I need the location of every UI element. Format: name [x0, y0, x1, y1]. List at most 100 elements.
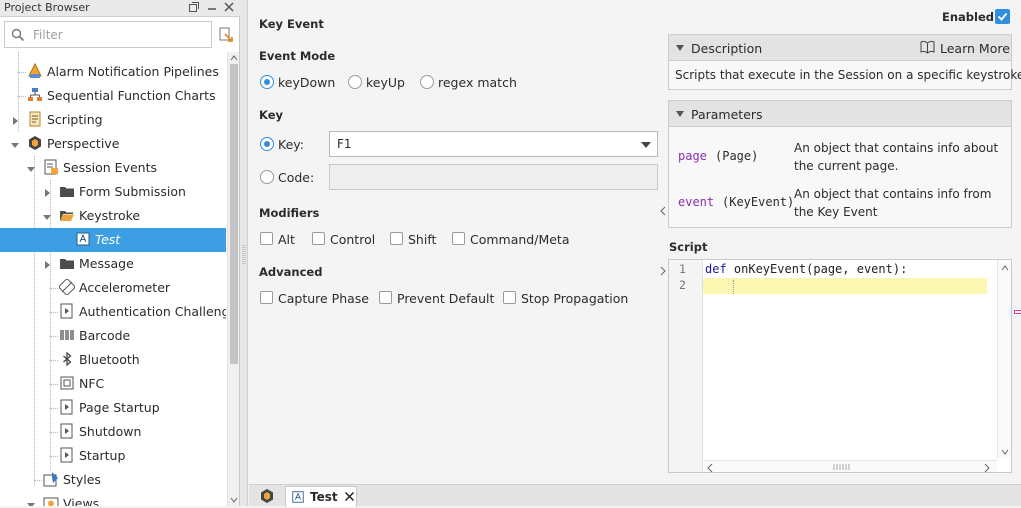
- code-input[interactable]: [329, 164, 658, 190]
- tree-item-perspective[interactable]: Perspective: [0, 132, 226, 156]
- error-marker[interactable]: [1014, 310, 1021, 314]
- scroll-up-icon[interactable]: [1000, 262, 1010, 276]
- tree-item-message[interactable]: Message: [0, 252, 226, 276]
- text-cursor: [733, 280, 734, 294]
- scroll-down-icon[interactable]: [1000, 446, 1010, 460]
- tree-item-startup[interactable]: Startup: [0, 444, 226, 468]
- tree-item-keystroke[interactable]: Keystroke: [0, 204, 226, 228]
- expand-arrow-icon[interactable]: [42, 259, 52, 269]
- keydown-radio[interactable]: [260, 75, 274, 89]
- collapse-triangle-icon[interactable]: [676, 45, 684, 51]
- folder-icon: [59, 183, 75, 199]
- regex-match-label: regex match: [438, 75, 517, 90]
- scroll-down-icon[interactable]: [229, 494, 239, 508]
- code-area[interactable]: def onKeyEvent(page, event):: [703, 260, 987, 460]
- shift-label: Shift: [408, 232, 437, 247]
- expand-arrow-icon[interactable]: [42, 187, 52, 197]
- command-meta-checkbox[interactable]: [452, 232, 465, 245]
- tree-item-styles[interactable]: Styles: [0, 468, 226, 492]
- stop-propagation-checkbox[interactable]: [503, 291, 516, 304]
- collapse-arrow-icon[interactable]: [26, 163, 36, 173]
- tree-item-nfc[interactable]: NFC: [0, 372, 226, 396]
- script-vertical-scrollbar[interactable]: [997, 260, 1011, 458]
- barcode-icon: [59, 327, 75, 343]
- collapse-left-icon[interactable]: [659, 205, 667, 219]
- collapse-arrow-icon[interactable]: [26, 499, 36, 506]
- collapse-arrow-icon[interactable]: [10, 139, 20, 149]
- tree-item-shutdown[interactable]: Shutdown: [0, 420, 226, 444]
- expand-right-icon[interactable]: [659, 265, 667, 279]
- tree-item-session-events[interactable]: Session Events: [0, 156, 226, 180]
- tab-test-label: Test: [310, 490, 338, 504]
- tab-test[interactable]: Test: [285, 486, 357, 507]
- tree-item-sequential-function-charts[interactable]: Sequential Function Charts: [0, 84, 226, 108]
- key-heading: Key: [259, 108, 284, 122]
- nfc-icon: [59, 375, 75, 391]
- project-browser-header: Project Browser: [0, 0, 240, 17]
- bluetooth-icon: [59, 351, 75, 367]
- float-window-icon[interactable]: [187, 1, 201, 15]
- tree-scrollbar[interactable]: [227, 52, 239, 506]
- current-line-highlight: [703, 278, 987, 294]
- advanced-heading: Advanced: [259, 265, 323, 279]
- filter-input[interactable]: [33, 26, 203, 44]
- script-heading: Script: [669, 240, 708, 254]
- enabled-checkbox[interactable]: [995, 9, 1010, 24]
- folder-open-icon: [59, 207, 75, 223]
- key-select[interactable]: F1: [329, 131, 658, 157]
- expand-arrow-icon[interactable]: [10, 115, 20, 125]
- project-tree: Alarm Notification Pipelines Sequential …: [0, 52, 226, 506]
- book-icon[interactable]: [920, 40, 935, 57]
- keyup-radio[interactable]: [348, 75, 362, 89]
- chevron-down-icon: [641, 142, 651, 148]
- control-checkbox[interactable]: [312, 232, 325, 245]
- line-number-gutter: 1 2: [669, 260, 703, 472]
- description-header[interactable]: Description Learn More: [669, 35, 1011, 61]
- capture-phase-checkbox[interactable]: [260, 291, 273, 304]
- tree-item-accelerometer[interactable]: Accelerometer: [0, 276, 226, 300]
- project-browser-title: Project Browser: [4, 1, 90, 14]
- prevent-default-checkbox[interactable]: [379, 291, 392, 304]
- tree-item-barcode[interactable]: Barcode: [0, 324, 226, 348]
- tree-item-alarm-notification-pipelines[interactable]: Alarm Notification Pipelines: [0, 60, 226, 84]
- folder-icon: [59, 255, 75, 271]
- scroll-up-icon[interactable]: [229, 52, 239, 66]
- key-radio[interactable]: [260, 137, 274, 151]
- description-panel: Description Learn More Scripts that exec…: [668, 34, 1021, 90]
- panel-splitter[interactable]: [240, 0, 248, 506]
- script-file-icon: [75, 231, 91, 247]
- perspective-icon[interactable]: [259, 488, 275, 507]
- scroll-right-icon[interactable]: [983, 462, 991, 476]
- filter-field[interactable]: [4, 21, 212, 48]
- scroll-left-icon[interactable]: [706, 462, 714, 476]
- tree-item-test[interactable]: Test: [0, 228, 226, 252]
- alarm-pipeline-icon: [27, 62, 43, 79]
- script-horizontal-scrollbar[interactable]: [703, 460, 997, 473]
- script-editor[interactable]: 1 2 def onKeyEvent(page, event):: [668, 259, 1012, 473]
- description-title: Description: [691, 41, 763, 56]
- tree-item-bluetooth[interactable]: Bluetooth: [0, 348, 226, 372]
- code-radio-label: Code:: [278, 170, 315, 185]
- locate-in-tree-icon[interactable]: [216, 25, 236, 45]
- key-select-value: F1: [337, 137, 352, 151]
- collapse-triangle-icon[interactable]: [676, 111, 684, 117]
- alt-label: Alt: [278, 232, 295, 247]
- close-icon[interactable]: [222, 1, 236, 15]
- tree-item-authentication-challenge[interactable]: Authentication Challenge: [0, 300, 226, 324]
- tree-scrollbar-thumb[interactable]: [230, 64, 238, 364]
- code-radio[interactable]: [260, 170, 274, 184]
- code-line-1: def onKeyEvent(page, event):: [705, 262, 908, 276]
- regex-match-radio[interactable]: [420, 75, 434, 89]
- tree-item-form-submission[interactable]: Form Submission: [0, 180, 226, 204]
- minimize-icon[interactable]: [205, 1, 219, 15]
- tree-item-scripting[interactable]: Scripting: [0, 108, 226, 132]
- parameters-header[interactable]: Parameters: [669, 101, 1011, 127]
- tree-item-views[interactable]: Views: [0, 492, 226, 506]
- close-tab-icon[interactable]: [344, 491, 355, 505]
- shift-checkbox[interactable]: [390, 232, 403, 245]
- tree-item-page-startup[interactable]: Page Startup: [0, 396, 226, 420]
- scripting-icon: [27, 111, 43, 127]
- alt-checkbox[interactable]: [260, 232, 273, 245]
- learn-more-link[interactable]: Learn More: [940, 41, 1010, 56]
- collapse-arrow-icon[interactable]: [42, 211, 52, 221]
